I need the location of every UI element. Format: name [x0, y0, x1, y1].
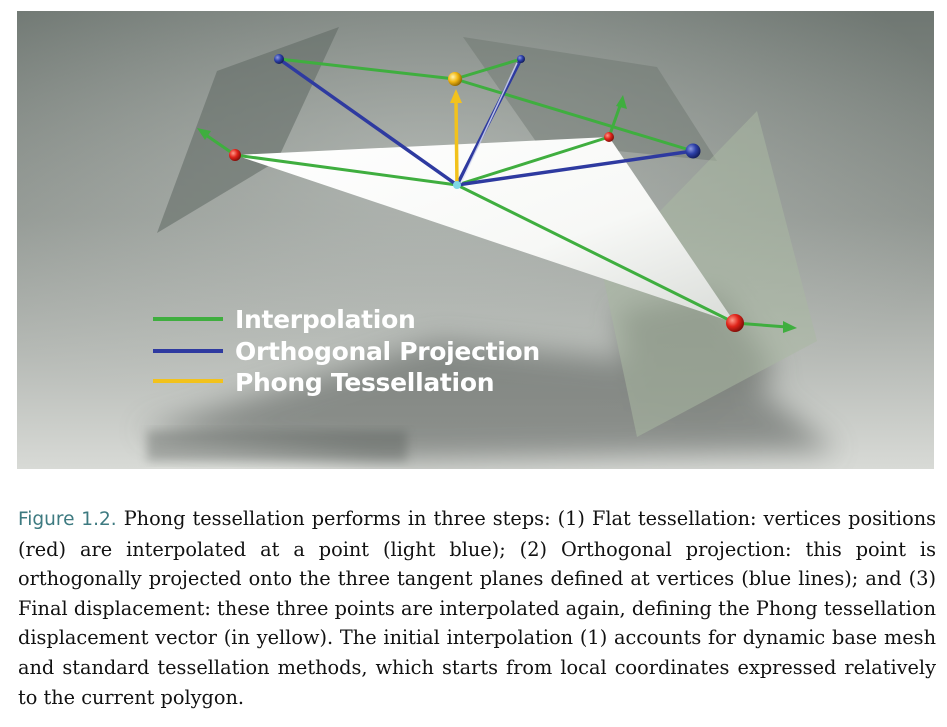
vertex-red-top [604, 132, 614, 142]
legend-label-phong-tessellation: Phong Tessellation [235, 368, 494, 397]
legend-shadow [147, 431, 407, 461]
projected-point-right [685, 143, 701, 159]
tangent-plane-left [157, 27, 339, 233]
figure-caption: Figure 1.2. Phong tessellation performs … [18, 504, 936, 712]
tangent-plane-top [463, 37, 717, 161]
interpolation-line-f [453, 77, 695, 153]
legend-label-orthogonal-projection: Orthogonal Projection [235, 337, 540, 366]
phong-tessellation-illustration: Interpolation Orthogonal Projection Phon… [17, 11, 934, 469]
legend-label-interpolation: Interpolation [235, 305, 415, 334]
caption-label: Figure 1.2. [18, 509, 117, 530]
flat-triangle [235, 137, 735, 323]
tangent-plane-right [602, 111, 817, 437]
figure-image: Interpolation Orthogonal Projection Phon… [17, 11, 934, 469]
projection-line-top-highlight [460, 62, 518, 184]
interpolation-line-d [277, 57, 457, 81]
vertex-red-right [726, 314, 744, 332]
projected-point-top [517, 55, 525, 63]
projected-point-left [274, 54, 284, 64]
legend: Interpolation Orthogonal Projection Phon… [153, 305, 540, 397]
phong-displacement-vector [450, 89, 462, 187]
interpolation-line-b [455, 135, 611, 187]
caption-text: Phong tessellation performs in three ste… [18, 507, 937, 709]
interpolation-lines [233, 57, 737, 325]
projection-line-right [455, 149, 695, 187]
final-point-yellow [448, 72, 462, 86]
interpolation-line-c [455, 183, 737, 325]
vertex-red-left [229, 149, 241, 161]
interpolation-line-a [233, 153, 459, 187]
interpolation-line-e [453, 57, 523, 81]
projection-line-left [277, 57, 459, 187]
interpolated-point-light-blue [453, 181, 461, 189]
